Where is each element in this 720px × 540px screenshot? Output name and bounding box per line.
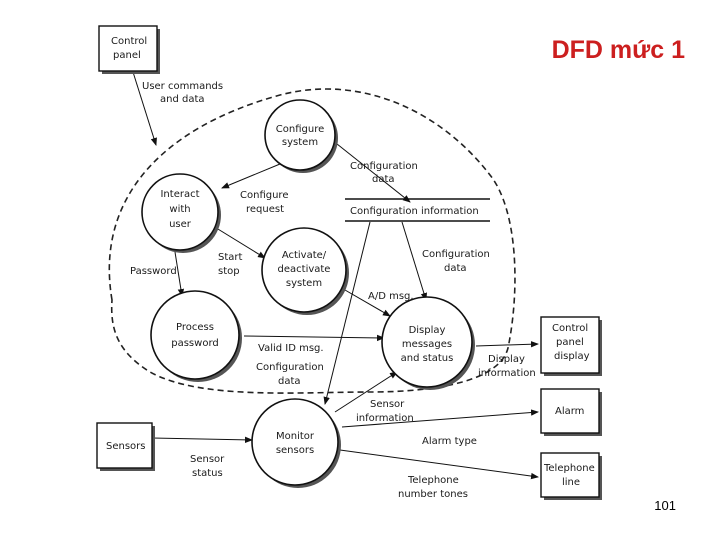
entity-alarm: Alarm (540, 388, 602, 436)
flow-label-telephone-tones: number tones (398, 489, 468, 500)
flow-label-ad-msg: A/D msg. (368, 291, 414, 302)
system-boundary (108, 88, 516, 394)
process-label: Configure (276, 124, 324, 135)
flow-configuration-data-to-display (401, 221, 427, 301)
flow-label-start-stop: stop (218, 266, 240, 277)
flow-label-configuration-data: data (278, 376, 301, 387)
flow-label-alarm-type: Alarm type (422, 436, 477, 447)
flow-telephone-tones (339, 449, 539, 480)
process-monitor-sensors: Monitor sensors (251, 398, 341, 488)
flow-configure-request (221, 163, 281, 189)
slide-title: DFD mức 1 (551, 36, 685, 64)
data-store-configuration-information: Configuration information (345, 198, 490, 222)
flow-label-sensor-information: information (356, 413, 414, 424)
flow-display-information (475, 341, 539, 348)
flow-label-configuration-data: Configuration (422, 249, 490, 260)
process-label: user (169, 219, 192, 230)
process-label: Interact (160, 189, 199, 200)
entity-label: panel (556, 337, 584, 348)
process-label: password (171, 338, 218, 349)
flow-configuration-data-to-monitor (323, 221, 371, 405)
process-label: deactivate (278, 264, 331, 275)
flow-label-configure-request: request (246, 204, 284, 215)
flow-label-sensor-information: Sensor (370, 399, 405, 410)
flow-label-configuration-data: Configuration (350, 161, 418, 172)
flow-label-configure-request: Configure (240, 190, 288, 201)
flow-label-configuration-data: data (444, 263, 467, 274)
flow-start-stop (212, 225, 266, 259)
process-label: Process (176, 322, 214, 333)
flow-label-display-information: Display (488, 354, 525, 365)
flow-configuration-data-to-store (331, 139, 411, 203)
flow-sensor-information (334, 371, 398, 413)
process-process-password: Process password (150, 290, 242, 382)
entity-label: Sensors (106, 441, 146, 452)
entity-label: panel (113, 50, 141, 61)
process-label: and status (401, 353, 454, 364)
flow-label-start-stop: Start (218, 252, 243, 263)
process-label: system (282, 137, 318, 148)
process-label: Monitor (276, 431, 315, 442)
process-display-messages-status: Display messages and status (381, 296, 475, 390)
process-label: messages (402, 339, 452, 350)
entity-control-panel-display: Control panel display (540, 316, 602, 376)
flow-label-telephone-tones: Telephone (407, 475, 459, 486)
flow-sensor-status (151, 436, 253, 444)
flow-label-user-commands: User commands (142, 81, 223, 92)
entity-label: Alarm (555, 406, 584, 417)
process-label: Activate/ (282, 250, 327, 261)
entity-telephone-line: Telephone line (540, 452, 602, 500)
flow-password (174, 251, 185, 297)
entity-control-panel: Control panel (98, 25, 160, 74)
flow-alarm-type (341, 409, 539, 428)
entity-label: Control (552, 323, 588, 334)
process-label: Display (409, 325, 446, 336)
flow-label-sensor-status: status (192, 468, 223, 479)
flow-valid-id-msg (243, 334, 385, 342)
data-store-label: Configuration information (350, 206, 479, 217)
flow-label-configuration-data: data (372, 174, 395, 185)
entity-sensors: Sensors (96, 422, 155, 471)
process-label: with (169, 204, 190, 215)
flow-label-user-commands: and data (160, 94, 205, 105)
flow-user-commands (132, 71, 157, 146)
flow-label-configuration-data: Configuration (256, 362, 324, 373)
flow-label-sensor-status: Sensor (190, 454, 225, 465)
entity-label: display (554, 351, 590, 362)
flow-label-password: Password (130, 266, 177, 277)
process-interact-with-user: Interact with user (141, 173, 221, 253)
entity-label: line (562, 477, 580, 488)
process-label: system (286, 278, 322, 289)
process-label: sensors (276, 445, 314, 456)
entity-label: Control (111, 36, 147, 47)
entity-label: Telephone (543, 463, 595, 474)
process-activate-deactivate-system: Activate/ deactivate system (261, 227, 349, 315)
flow-label-display-information: information (478, 368, 536, 379)
flow-label-valid-id-msg: Valid ID msg. (258, 343, 324, 354)
process-configure-system: Configure system (264, 99, 338, 173)
page-number: 101 (654, 498, 676, 513)
